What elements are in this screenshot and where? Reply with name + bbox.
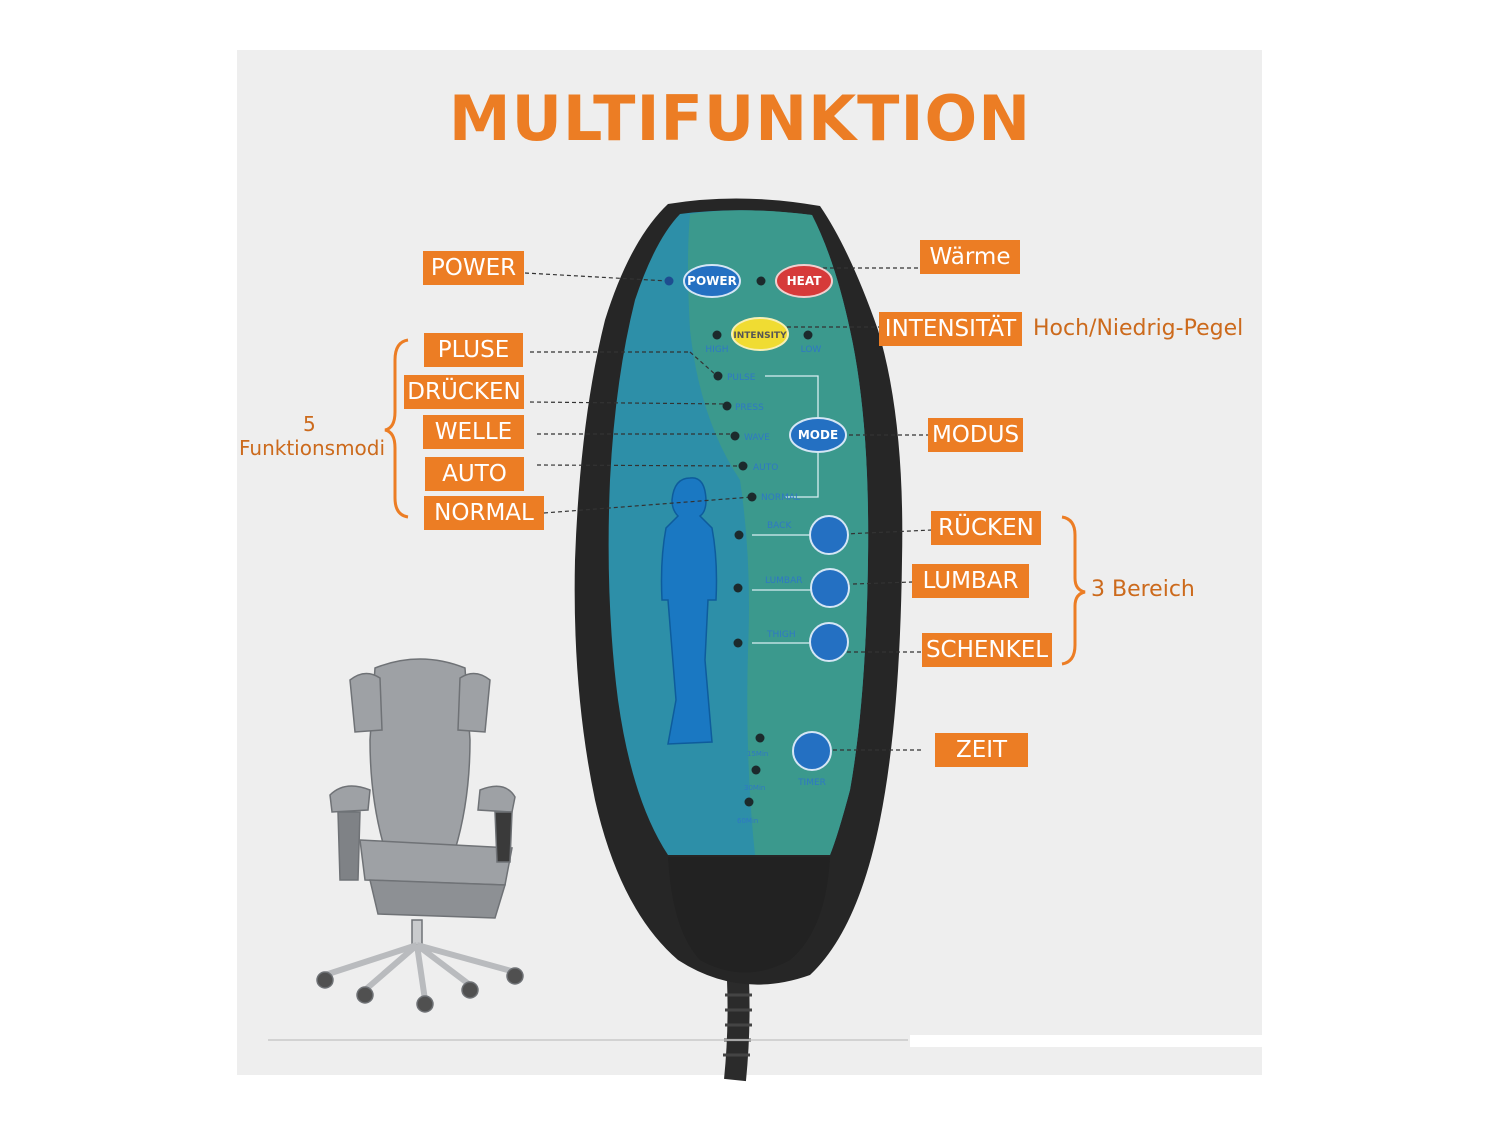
callout-pulse: PLUSE — [424, 333, 523, 367]
callout-press: DRÜCKEN — [404, 375, 524, 409]
callout-timer: ZEIT — [935, 733, 1028, 767]
back-button[interactable] — [809, 515, 849, 555]
callout-mode: MODUS — [928, 418, 1023, 452]
low-label: LOW — [801, 345, 822, 355]
intensity-button[interactable]: INTENSITY — [731, 317, 789, 351]
heat-button-label: HEAT — [787, 274, 823, 288]
mode-button[interactable]: MODE — [789, 417, 847, 453]
panel-cutout — [910, 1035, 1262, 1047]
mode-label-pulse: PULSE — [727, 373, 756, 383]
page-title: MULTIFUNKTION — [448, 82, 1032, 155]
indicator-leds — [664, 276, 813, 807]
power-button[interactable]: POWER — [683, 264, 741, 298]
remote-face-green — [688, 210, 869, 855]
modes-brace — [384, 338, 409, 519]
area-label-back: BACK — [767, 521, 792, 531]
remote-bottom — [668, 857, 830, 973]
callout-intensity: INTENSITÄT — [879, 312, 1022, 346]
areas-brace — [1061, 515, 1086, 666]
intensity-note: Hoch/Niedrig-Pegel — [1033, 316, 1244, 341]
callout-normal: NORMAL — [424, 496, 544, 530]
thigh-button[interactable] — [809, 622, 849, 662]
power-button-label: POWER — [687, 274, 737, 288]
cable-ribs — [723, 993, 752, 1057]
remote-cable — [724, 979, 750, 1082]
office-chair-image — [316, 658, 524, 1013]
timer-option-60: 60Min — [737, 817, 758, 825]
mode-button-label: MODE — [798, 428, 838, 442]
lumbar-button[interactable] — [810, 568, 850, 608]
callout-auto: AUTO — [425, 457, 524, 491]
mode-label-wave: WAVE — [744, 433, 770, 443]
callout-heat: Wärme — [920, 240, 1020, 274]
callout-wave: WELLE — [423, 415, 524, 449]
callout-thigh: SCHENKEL — [922, 633, 1052, 667]
timer-option-15: 15Min — [747, 750, 768, 758]
callout-lumbar: LUMBAR — [912, 564, 1029, 598]
intensity-button-label: INTENSITY — [733, 331, 787, 341]
callout-power: POWER — [423, 251, 524, 285]
mode-label-press: PRESS — [735, 403, 764, 413]
mode-label-auto: AUTO — [753, 463, 778, 473]
modes-note: Funktionsmodi — [239, 436, 386, 460]
high-label: HIGH — [705, 345, 728, 355]
area-label-thigh: THIGH — [766, 630, 796, 640]
modes-count: 5 — [303, 412, 316, 436]
area-label-lumbar: LUMBAR — [765, 576, 803, 586]
timer-button[interactable] — [792, 731, 832, 771]
areas-note: 3 Bereich — [1091, 577, 1195, 602]
timer-option-30: 30Min — [744, 784, 765, 792]
heat-button[interactable]: HEAT — [775, 264, 833, 298]
mode-label-normal: NORMAL — [761, 493, 800, 503]
timer-button-label: TIMER — [797, 778, 826, 788]
body-figure-icon — [660, 477, 718, 745]
callout-back: RÜCKEN — [931, 511, 1041, 545]
